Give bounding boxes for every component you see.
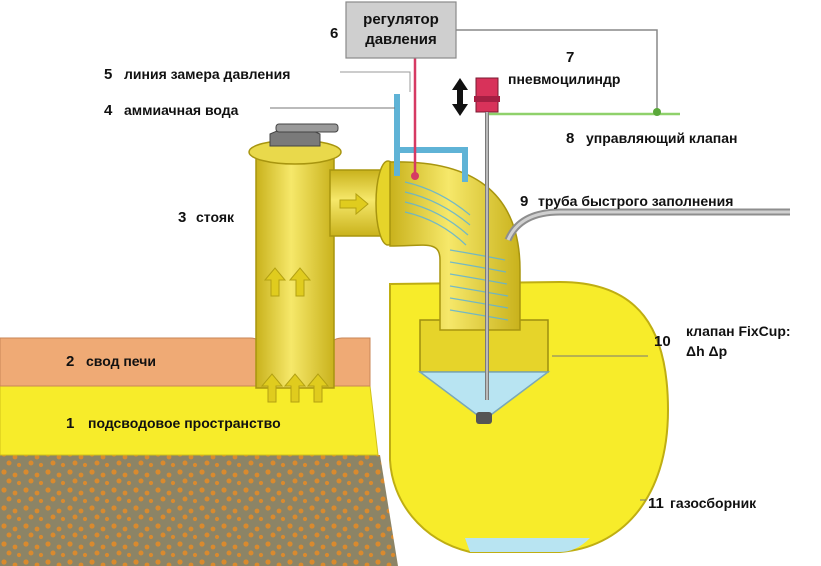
label-3-number: 3 [178, 209, 186, 226]
lid-handle [275, 123, 339, 133]
label-9-text: труба быстрого заполнения [538, 193, 733, 209]
label-8-number: 8 [566, 130, 574, 147]
label-10-text-line1: клапан FixCup: [686, 323, 791, 339]
label-7-number: 7 [566, 49, 574, 66]
label-3-text: стояк [196, 209, 235, 225]
fast-fill-pipe [504, 208, 790, 242]
flow-arrows [260, 192, 369, 403]
label-1-number: 1 [66, 415, 74, 432]
leader-lines [270, 107, 648, 501]
label-10-number: 10 [654, 333, 671, 350]
control-valve-node [653, 108, 661, 116]
fast-fill-pipe-highlight [506, 210, 790, 241]
ammonia-spray [404, 181, 509, 321]
standpipe [255, 151, 335, 389]
pressure-tap [411, 172, 419, 180]
fixcup-cone [417, 371, 551, 421]
label-9-number: 9 [520, 193, 528, 210]
label-1-text: подсводовое пространство [88, 415, 281, 431]
pressure-regulator-box [345, 1, 457, 59]
regulator-label-line1: регулятор [363, 11, 439, 28]
pneumatic-cylinder [475, 77, 499, 113]
coal-charge [0, 455, 398, 566]
regulator-label-line2: давления [365, 31, 437, 48]
ammonia-water-pipe [394, 94, 468, 182]
measure-line [340, 71, 411, 92]
label-7-text: пневмоцилиндр [508, 71, 620, 87]
label-4-text: аммиачная вода [124, 102, 239, 118]
label-2-text: свод печи [86, 353, 156, 369]
fixcup-plug [476, 412, 492, 424]
up-down-arrow-icon [452, 78, 468, 116]
label-5-text: линия замера давления [124, 66, 290, 82]
regulator-line [456, 29, 658, 112]
label-5-number: 5 [104, 66, 112, 83]
label-6-number: 6 [330, 25, 338, 42]
label-11-text: газосборник [670, 495, 757, 511]
label-4-number: 4 [104, 102, 113, 119]
label-10-text-line2: Δh Δp [686, 343, 727, 359]
label-2-number: 2 [66, 353, 74, 370]
label-11-number: 11 [648, 495, 664, 512]
label-8-text: управляющий клапан [586, 130, 738, 146]
collector-water [465, 538, 590, 552]
cylinder-band [474, 96, 500, 102]
